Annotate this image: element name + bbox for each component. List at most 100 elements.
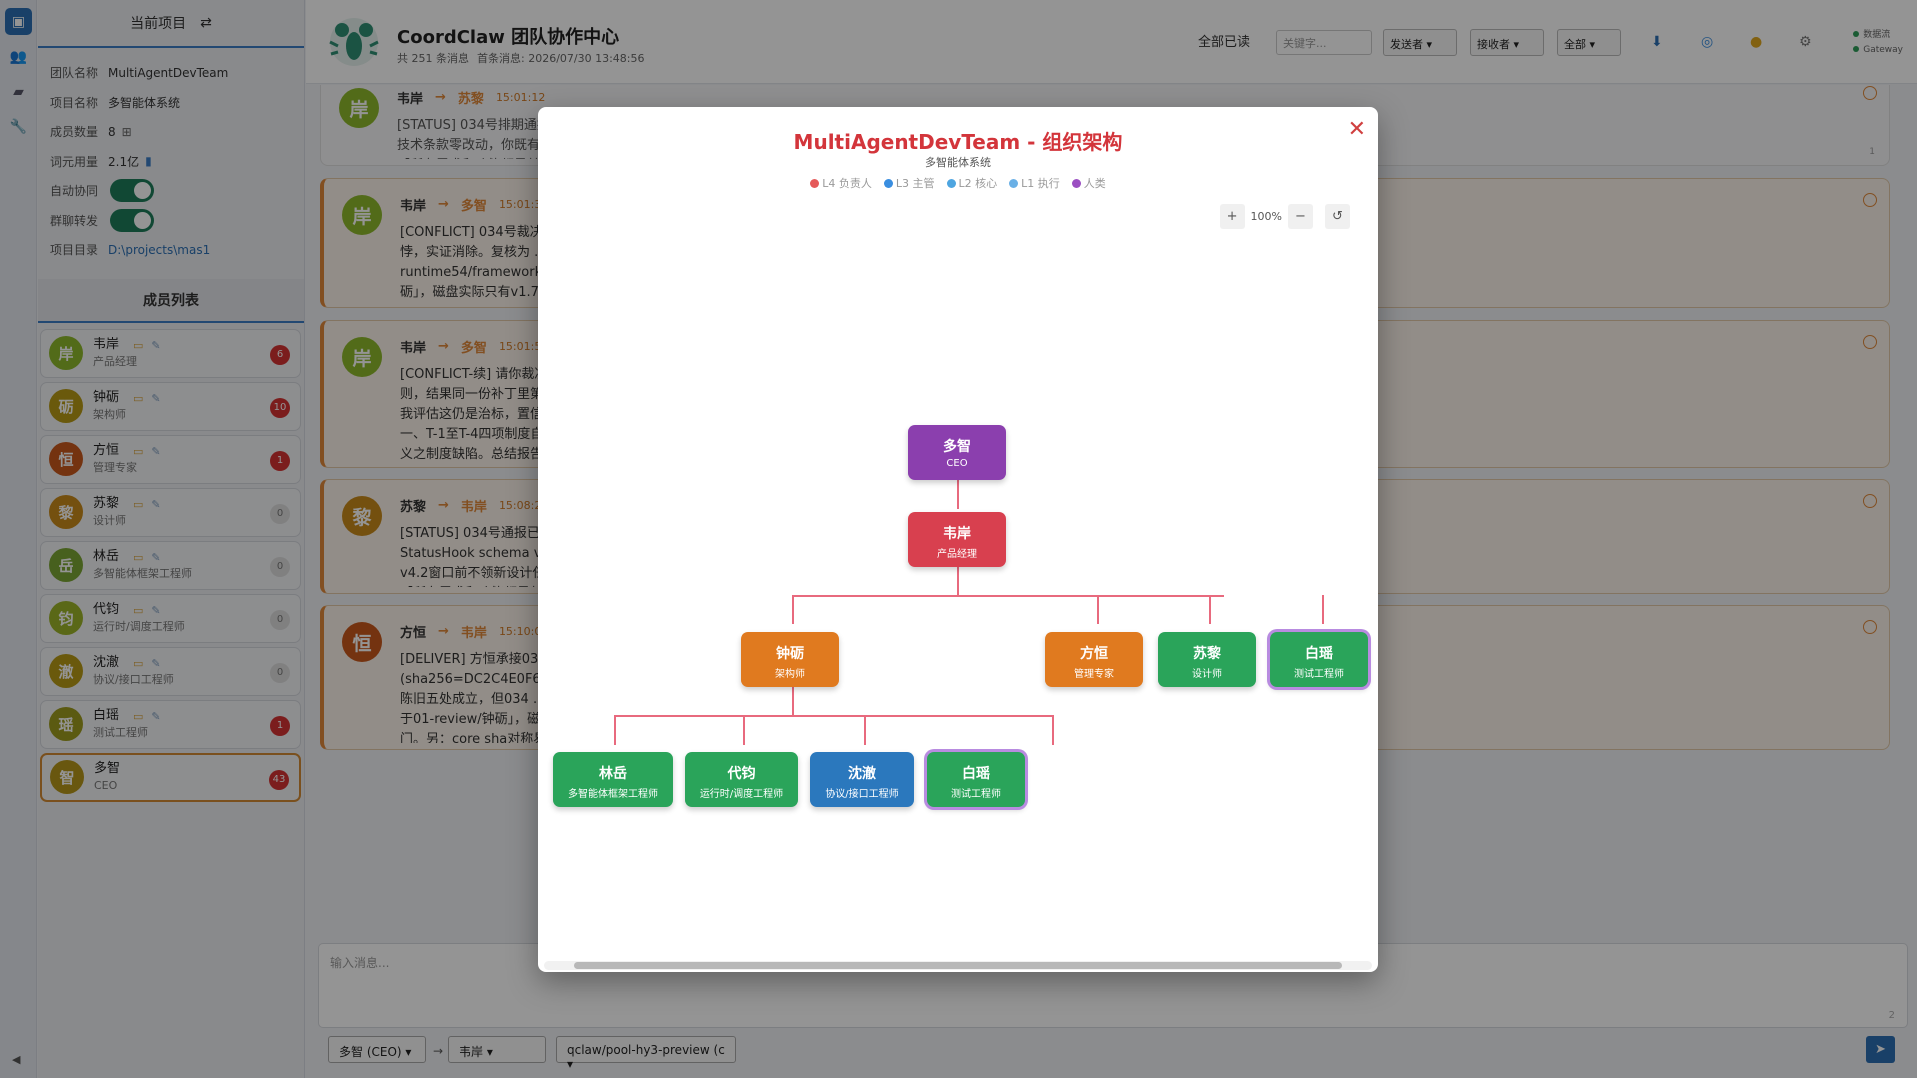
- forward-row: 群聊转发: [50, 206, 292, 236]
- read-check-icon[interactable]: [1863, 494, 1877, 508]
- read-check-icon[interactable]: [1863, 335, 1877, 349]
- stats-icon[interactable]: ▮: [145, 154, 152, 169]
- member-text: 沈澈协议/接口工程师: [93, 654, 174, 688]
- sender-select[interactable]: 发送者 ▾: [1383, 29, 1457, 56]
- horizontal-scrollbar[interactable]: [544, 961, 1372, 970]
- org-node-architect[interactable]: 钟砺架构师: [741, 632, 839, 687]
- send-button[interactable]: ➤: [1866, 1036, 1895, 1063]
- close-icon[interactable]: ✕: [1347, 117, 1366, 142]
- users-icon[interactable]: 👥: [9, 48, 28, 65]
- chat-icon[interactable]: ▭✎: [133, 603, 169, 617]
- member-name: 苏黎: [93, 496, 120, 511]
- zoom-out-button[interactable]: −: [1288, 204, 1313, 229]
- unread-badge: 1: [270, 715, 290, 736]
- chat-icon[interactable]: ▭✎: [133, 391, 169, 405]
- message-sender: 苏黎: [400, 500, 427, 515]
- theme-icon[interactable]: ●: [1750, 34, 1763, 50]
- member-role: 管理专家: [93, 461, 137, 474]
- member-name: 钟砺: [93, 390, 120, 405]
- member-text: 方恒管理专家: [93, 442, 137, 476]
- unread-badge: 0: [270, 609, 290, 630]
- member-item[interactable]: 砺钟砺架构师▭✎10: [40, 381, 301, 431]
- switch-icon[interactable]: ⇄: [200, 15, 212, 31]
- edit-icon[interactable]: ✎: [151, 497, 169, 511]
- mark-all-read-button[interactable]: 全部已读: [1198, 35, 1251, 50]
- wrench-icon[interactable]: 🔧: [9, 118, 28, 135]
- org-node-protocol-engineer[interactable]: 沈澈协议/接口工程师: [810, 752, 914, 807]
- folder-icon[interactable]: ▰: [13, 83, 24, 100]
- org-chart-icon[interactable]: ⊞: [121, 124, 132, 139]
- reset-icon[interactable]: ↺: [1325, 204, 1350, 229]
- edit-icon[interactable]: ✎: [151, 444, 169, 458]
- member-item[interactable]: 澈沈澈协议/接口工程师▭✎0: [40, 646, 301, 696]
- org-node-runtime-engineer[interactable]: 代钧运行时/调度工程师: [685, 752, 798, 807]
- edit-icon[interactable]: ✎: [151, 603, 169, 617]
- org-node-management-expert[interactable]: 方恒管理专家: [1045, 632, 1143, 687]
- edit-icon[interactable]: ✎: [151, 550, 169, 564]
- connector: [792, 687, 794, 715]
- dataflow-status: 数据流: [1853, 28, 1903, 43]
- member-text: 林岳多智能体框架工程师: [93, 548, 192, 582]
- message-sender: 方恒: [400, 626, 427, 641]
- member-item[interactable]: 岳林岳多智能体框架工程师▭✎0: [40, 540, 301, 590]
- forward-toggle[interactable]: [110, 208, 154, 232]
- edit-icon[interactable]: ✎: [151, 391, 169, 405]
- unread-badge: 0: [270, 662, 290, 683]
- unread-badge: 0: [270, 556, 290, 577]
- project-label: 项目名称: [50, 95, 99, 110]
- connector: [614, 715, 1054, 717]
- org-chart-title: MultiAgentDevTeam - 组织架构: [793, 130, 1123, 154]
- legend-item: L4 负责人: [810, 177, 872, 190]
- edit-icon[interactable]: ✎: [151, 656, 169, 670]
- monitor-icon[interactable]: ▣: [5, 8, 32, 35]
- chat-icon[interactable]: ▭✎: [133, 550, 169, 564]
- download-icon[interactable]: ⬇: [1651, 34, 1663, 50]
- auto-toggle[interactable]: [110, 179, 154, 203]
- org-node-framework-engineer[interactable]: 林岳多智能体框架工程师: [553, 752, 673, 807]
- read-check-icon[interactable]: [1863, 193, 1877, 207]
- chat-icon[interactable]: ▭✎: [133, 497, 169, 511]
- globe-icon[interactable]: ◎: [1701, 34, 1714, 50]
- org-node-test-engineer[interactable]: 白瑶测试工程师: [1270, 632, 1368, 687]
- message-arrow: →: [438, 498, 449, 513]
- read-check-icon[interactable]: [1863, 86, 1877, 100]
- member-item[interactable]: 恒方恒管理专家▭✎1: [40, 434, 301, 484]
- read-check-icon[interactable]: [1863, 620, 1877, 634]
- chat-icon[interactable]: ▭✎: [133, 656, 169, 670]
- collapse-icon[interactable]: ◀: [12, 1053, 21, 1066]
- member-text: 代钧运行时/调度工程师: [93, 601, 185, 635]
- dir-link[interactable]: D:\projects\mas1: [108, 242, 211, 257]
- member-item[interactable]: 钧代钧运行时/调度工程师▭✎0: [40, 593, 301, 643]
- connector: [957, 565, 959, 595]
- auto-label: 自动协同: [50, 184, 99, 199]
- members-label: 成员数量: [50, 125, 99, 140]
- org-node-designer[interactable]: 苏黎设计师: [1158, 632, 1256, 687]
- member-item[interactable]: 黎苏黎设计师▭✎0: [40, 487, 301, 537]
- org-node-product-manager[interactable]: 韦岸产品经理: [908, 512, 1006, 567]
- member-item[interactable]: 瑶白瑶测试工程师▭✎1: [40, 699, 301, 749]
- avatar: 智: [50, 760, 84, 794]
- chat-icon[interactable]: ▭✎: [133, 444, 169, 458]
- member-name: 代钧: [93, 602, 120, 617]
- receiver-select[interactable]: 接收者 ▾: [1470, 29, 1544, 56]
- chat-icon[interactable]: ▭✎: [133, 338, 169, 352]
- org-node-test-engineer-2[interactable]: 白瑶测试工程师: [927, 752, 1025, 807]
- connector: [1322, 595, 1324, 624]
- filter-all-select[interactable]: 全部 ▾: [1557, 29, 1621, 56]
- member-item[interactable]: 岸韦岸产品经理▭✎6: [40, 328, 301, 378]
- send-arrow: →: [433, 1044, 444, 1058]
- to-select[interactable]: 韦岸 ▾: [448, 1036, 546, 1063]
- zoom-in-button[interactable]: +: [1219, 204, 1245, 229]
- chat-icon[interactable]: ▭✎: [133, 709, 169, 723]
- model-select[interactable]: qclaw/pool-hy3-preview (c ▾: [556, 1036, 736, 1071]
- edit-icon[interactable]: ✎: [151, 338, 169, 352]
- from-select[interactable]: 多智 (CEO) ▾: [328, 1036, 426, 1063]
- gear-icon[interactable]: ⚙: [1799, 34, 1812, 50]
- keyword-search-input[interactable]: 关键字...: [1276, 30, 1372, 55]
- edit-icon[interactable]: ✎: [151, 709, 169, 723]
